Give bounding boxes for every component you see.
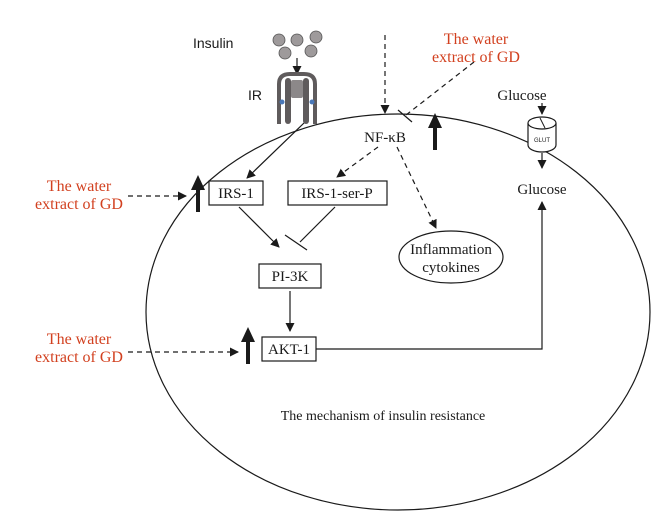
insulin-label: Insulin xyxy=(193,35,233,51)
irs1-box xyxy=(208,180,264,206)
akt1-to-glucose-arrow xyxy=(316,201,547,350)
cell-membrane xyxy=(145,113,651,511)
inflammation-label-line2: cytokines xyxy=(422,260,480,276)
diagram-caption: The mechanism of insulin resistance xyxy=(281,409,486,424)
akt1-label: AKT-1 xyxy=(268,342,310,358)
gd-left-label-line2: extract of GD xyxy=(35,196,123,213)
insulin-molecule xyxy=(304,44,318,58)
gd-left-label-line1: The water xyxy=(47,178,112,195)
inflammation-cytokines-ellipse xyxy=(398,230,504,284)
inhibition-bar xyxy=(284,234,308,251)
nfkb-to-irs1-ser-p-arrow xyxy=(336,146,379,178)
pi3k-label: PI-3K xyxy=(272,269,309,285)
gd-top-label-line2: extract of GD xyxy=(432,49,520,66)
irs1-ser-p-box xyxy=(287,180,388,206)
irs1-label: IRS-1 xyxy=(218,186,254,202)
irs1-to-pi3k-arrow xyxy=(238,206,280,248)
insulin-molecule xyxy=(272,33,286,47)
up-arrow-icon xyxy=(428,113,442,150)
gd-inhibition-bar xyxy=(397,109,413,123)
glucose-intracellular-label: Glucose xyxy=(517,182,566,198)
up-arrow-icon xyxy=(241,327,255,364)
pi3k-box xyxy=(258,263,322,289)
insulin-molecule xyxy=(290,33,304,47)
gd-bottom-label-line1: The water xyxy=(47,331,112,348)
insulin-molecules xyxy=(272,30,323,60)
insulin-molecule xyxy=(309,30,323,44)
glut-transporter-icon xyxy=(527,116,557,153)
ir-label: IR xyxy=(248,87,262,103)
gd-top-label-line1: The water xyxy=(444,31,509,48)
nfkb-label: NF-κB xyxy=(364,130,406,146)
glucose-extracellular-label: Glucose xyxy=(497,88,546,104)
gd-bottom-label-line2: extract of GD xyxy=(35,349,123,366)
glut-label: GLUT xyxy=(534,138,550,144)
inflammation-label-line1: Inflammation xyxy=(410,242,492,258)
insulin-molecule xyxy=(278,46,292,60)
up-arrow-icon xyxy=(191,175,205,212)
nfkb-to-inflammation-arrow xyxy=(396,146,437,229)
receptor-to-irs1-arrow xyxy=(246,122,305,179)
irs1-ser-p-label: IRS-1-ser-P xyxy=(301,186,372,202)
irs1-ser-p-inhibits-pi3k xyxy=(299,206,336,243)
insulin-receptor-icon xyxy=(277,72,317,124)
gd-inhibits-nfkb-line xyxy=(405,61,475,116)
